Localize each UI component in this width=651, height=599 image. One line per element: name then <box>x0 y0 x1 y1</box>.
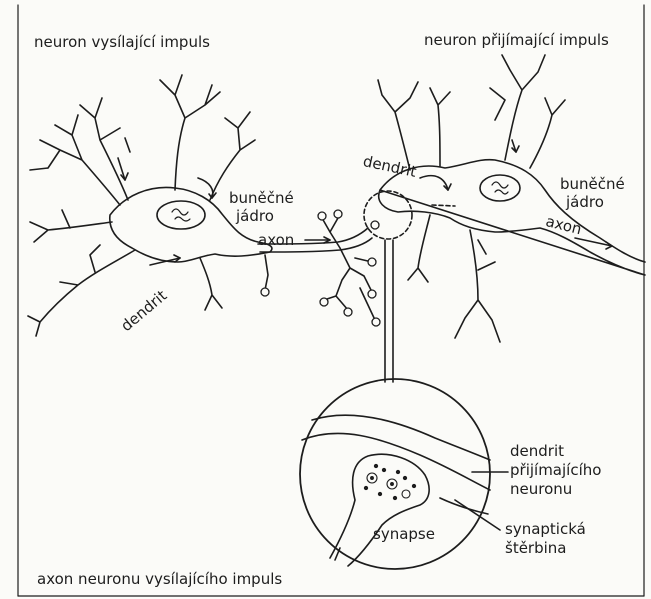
sending-dendrite-top <box>160 75 220 190</box>
sending-nucleus-label-line2: jádro <box>236 208 274 225</box>
zoom-dendrite-label-line2: přijímajícího <box>510 462 601 479</box>
synapse-callout <box>300 191 508 569</box>
receiving-nucleus <box>480 175 520 201</box>
sending-neuron-title: neuron vysílající impuls <box>34 34 210 51</box>
zoom-dendrite-membrane-top <box>312 415 490 460</box>
receiving-nucleus-chromatin <box>492 182 508 194</box>
zoom-dendrite-label-line3: neuronu <box>510 481 572 498</box>
receiving-dendrite-right <box>530 98 565 168</box>
receiving-dendrite-top <box>430 88 450 166</box>
arrow-receiving-lower <box>478 240 486 254</box>
sending-dendrite-left <box>30 210 112 242</box>
zoom-synapse-label: synapse <box>373 526 435 543</box>
zoom-cleft-label-line1: synaptická <box>505 521 586 538</box>
arrow-receiving-body <box>432 205 455 206</box>
arrow-receiving-dendrite <box>420 176 448 190</box>
sending-neuron <box>28 75 380 336</box>
sending-nucleus-label-line1: buněčné <box>229 190 294 207</box>
receiving-dendrite-top-right <box>490 55 545 160</box>
sending-axon-collateral <box>265 255 268 290</box>
sending-dendrite-upper-left <box>30 115 120 205</box>
sending-dendrite-lower <box>200 258 222 310</box>
bottom-axon-label: axon neuronu vysílajícího impuls <box>37 571 282 588</box>
receiving-neuron <box>378 55 645 342</box>
receiving-neuron-title: neuron přijímající impuls <box>424 32 609 49</box>
zoom-vesicles <box>364 464 415 499</box>
sending-nucleus <box>157 201 205 229</box>
receiving-nucleus-label-line2: jádro <box>566 194 604 211</box>
zoom-synaptic-knob <box>330 454 429 566</box>
arrow-top-dendrite <box>125 138 130 152</box>
zoom-cleft-label-line2: štěrbina <box>505 540 566 557</box>
sending-nucleus-chromatin <box>172 209 190 221</box>
receiving-dendrite-lower <box>455 230 500 342</box>
sending-dendrite-top-right <box>210 112 255 200</box>
zoom-dendrite-label-line1: dendrit <box>510 443 564 460</box>
receiving-dendrite-lower-left <box>408 215 430 282</box>
terminal-knobs <box>261 210 380 326</box>
sending-axon-label: axon <box>258 232 294 249</box>
receiving-nucleus-label-line1: buněčné <box>560 176 625 193</box>
sending-axon-terminals <box>322 218 375 320</box>
leader-cleft <box>455 500 500 530</box>
